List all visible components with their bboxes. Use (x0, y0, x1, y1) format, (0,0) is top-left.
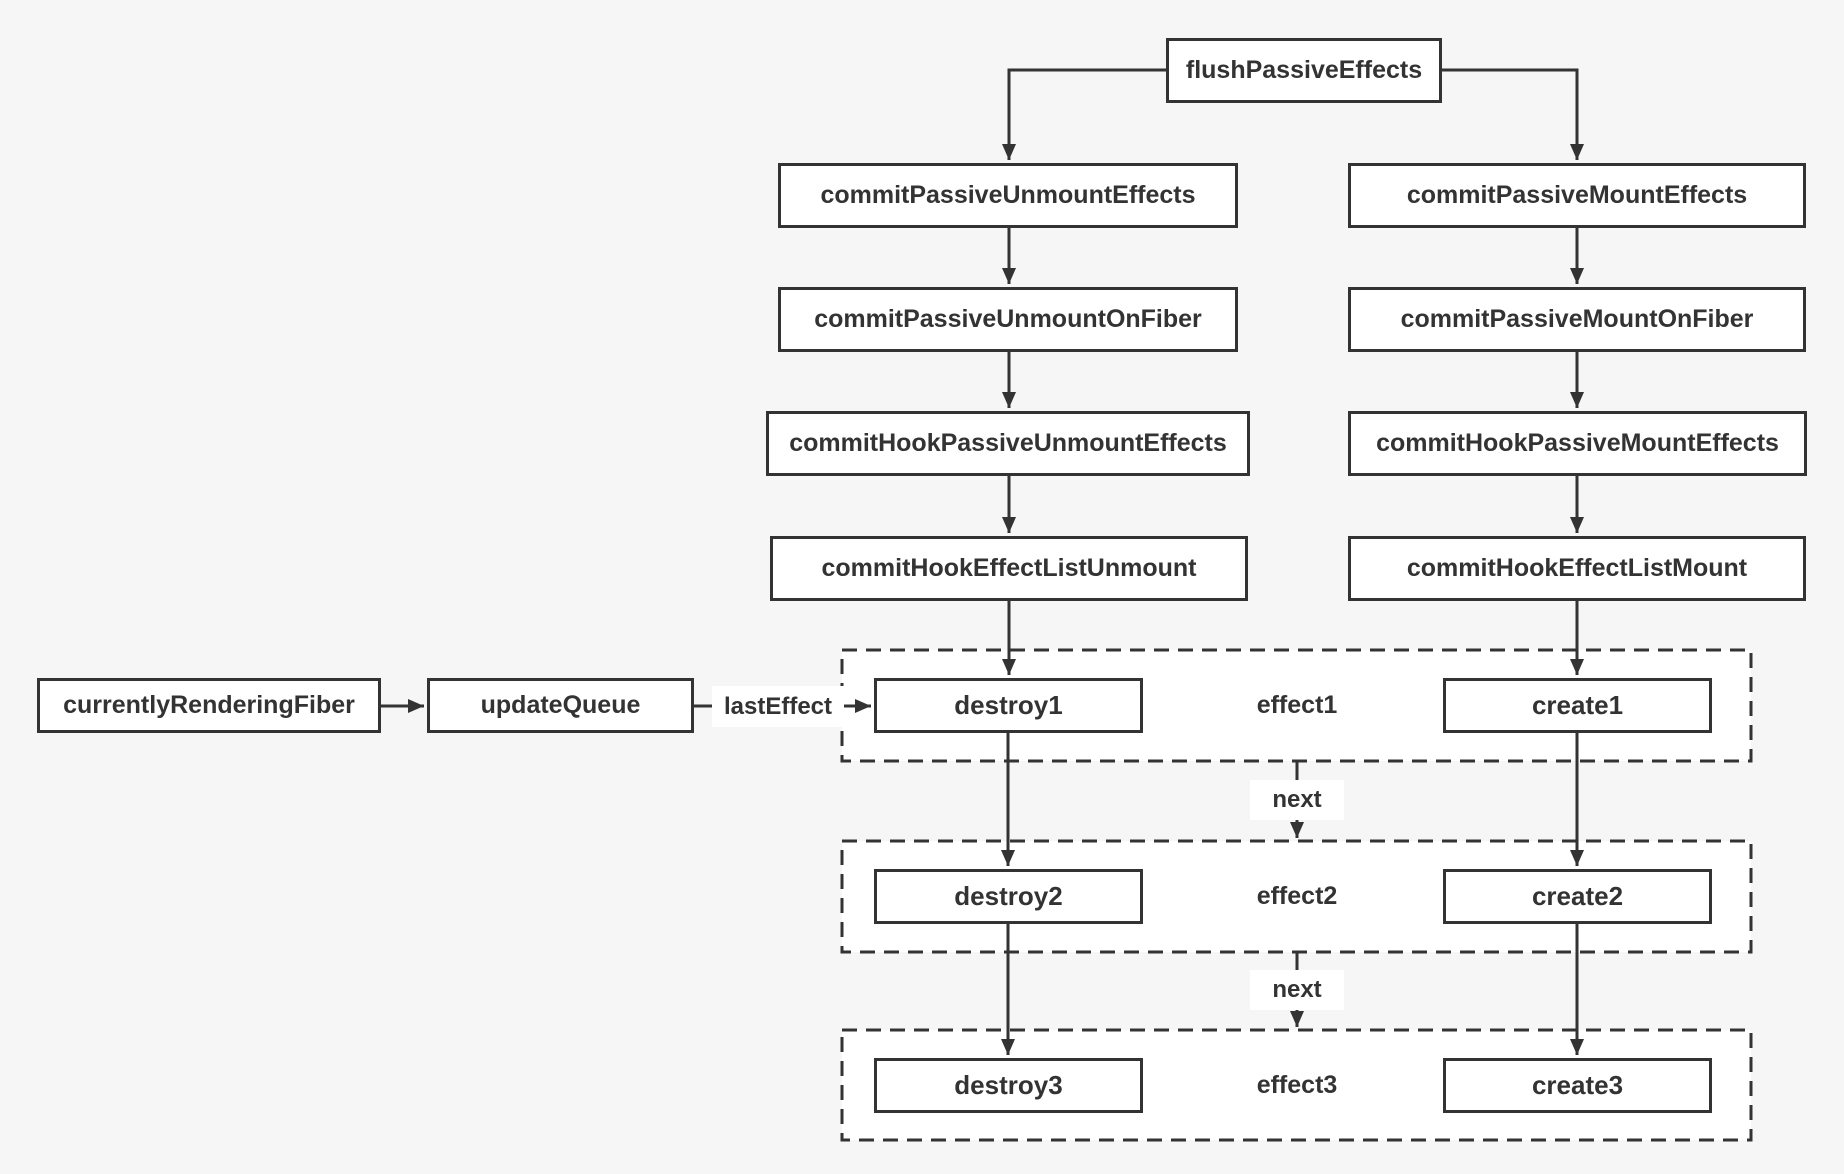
node-commitPassiveMountOnFiber: commitPassiveMountOnFiber (1348, 287, 1806, 352)
next-edge-label-2: next (1250, 970, 1344, 1010)
node-updateQueue: updateQueue (427, 678, 694, 733)
node-commitHookEffectListUnmount: commitHookEffectListUnmount (770, 536, 1248, 601)
node-flushPassiveEffects: flushPassiveEffects (1166, 38, 1442, 103)
effect2-label: effect2 (1256, 882, 1338, 910)
node-create2: create2 (1443, 869, 1712, 924)
node-commitHookPassiveUnmountEffects: commitHookPassiveUnmountEffects (766, 411, 1250, 476)
node-destroy3: destroy3 (874, 1058, 1143, 1113)
next-edge-label-1: next (1250, 780, 1344, 820)
lastEffect-edge-label: lastEffect (712, 686, 844, 727)
edge-flush-to-mount (1442, 68, 1584, 160)
node-commitPassiveUnmountOnFiber: commitPassiveUnmountOnFiber (778, 287, 1238, 352)
node-commitHookEffectListMount: commitHookEffectListMount (1348, 536, 1806, 601)
node-destroy1: destroy1 (874, 678, 1143, 733)
node-create1: create1 (1443, 678, 1712, 733)
node-currentlyRenderingFiber: currentlyRenderingFiber (37, 678, 381, 733)
effect1-label: effect1 (1256, 691, 1338, 719)
node-commitPassiveMountEffects: commitPassiveMountEffects (1348, 163, 1806, 228)
node-commitPassiveUnmountEffects: commitPassiveUnmountEffects (778, 163, 1238, 228)
node-create3: create3 (1443, 1058, 1712, 1113)
node-destroy2: destroy2 (874, 869, 1143, 924)
effect3-label: effect3 (1256, 1071, 1338, 1099)
edge-flush-to-unmount (1002, 68, 1166, 160)
node-commitHookPassiveMountEffects: commitHookPassiveMountEffects (1348, 411, 1807, 476)
